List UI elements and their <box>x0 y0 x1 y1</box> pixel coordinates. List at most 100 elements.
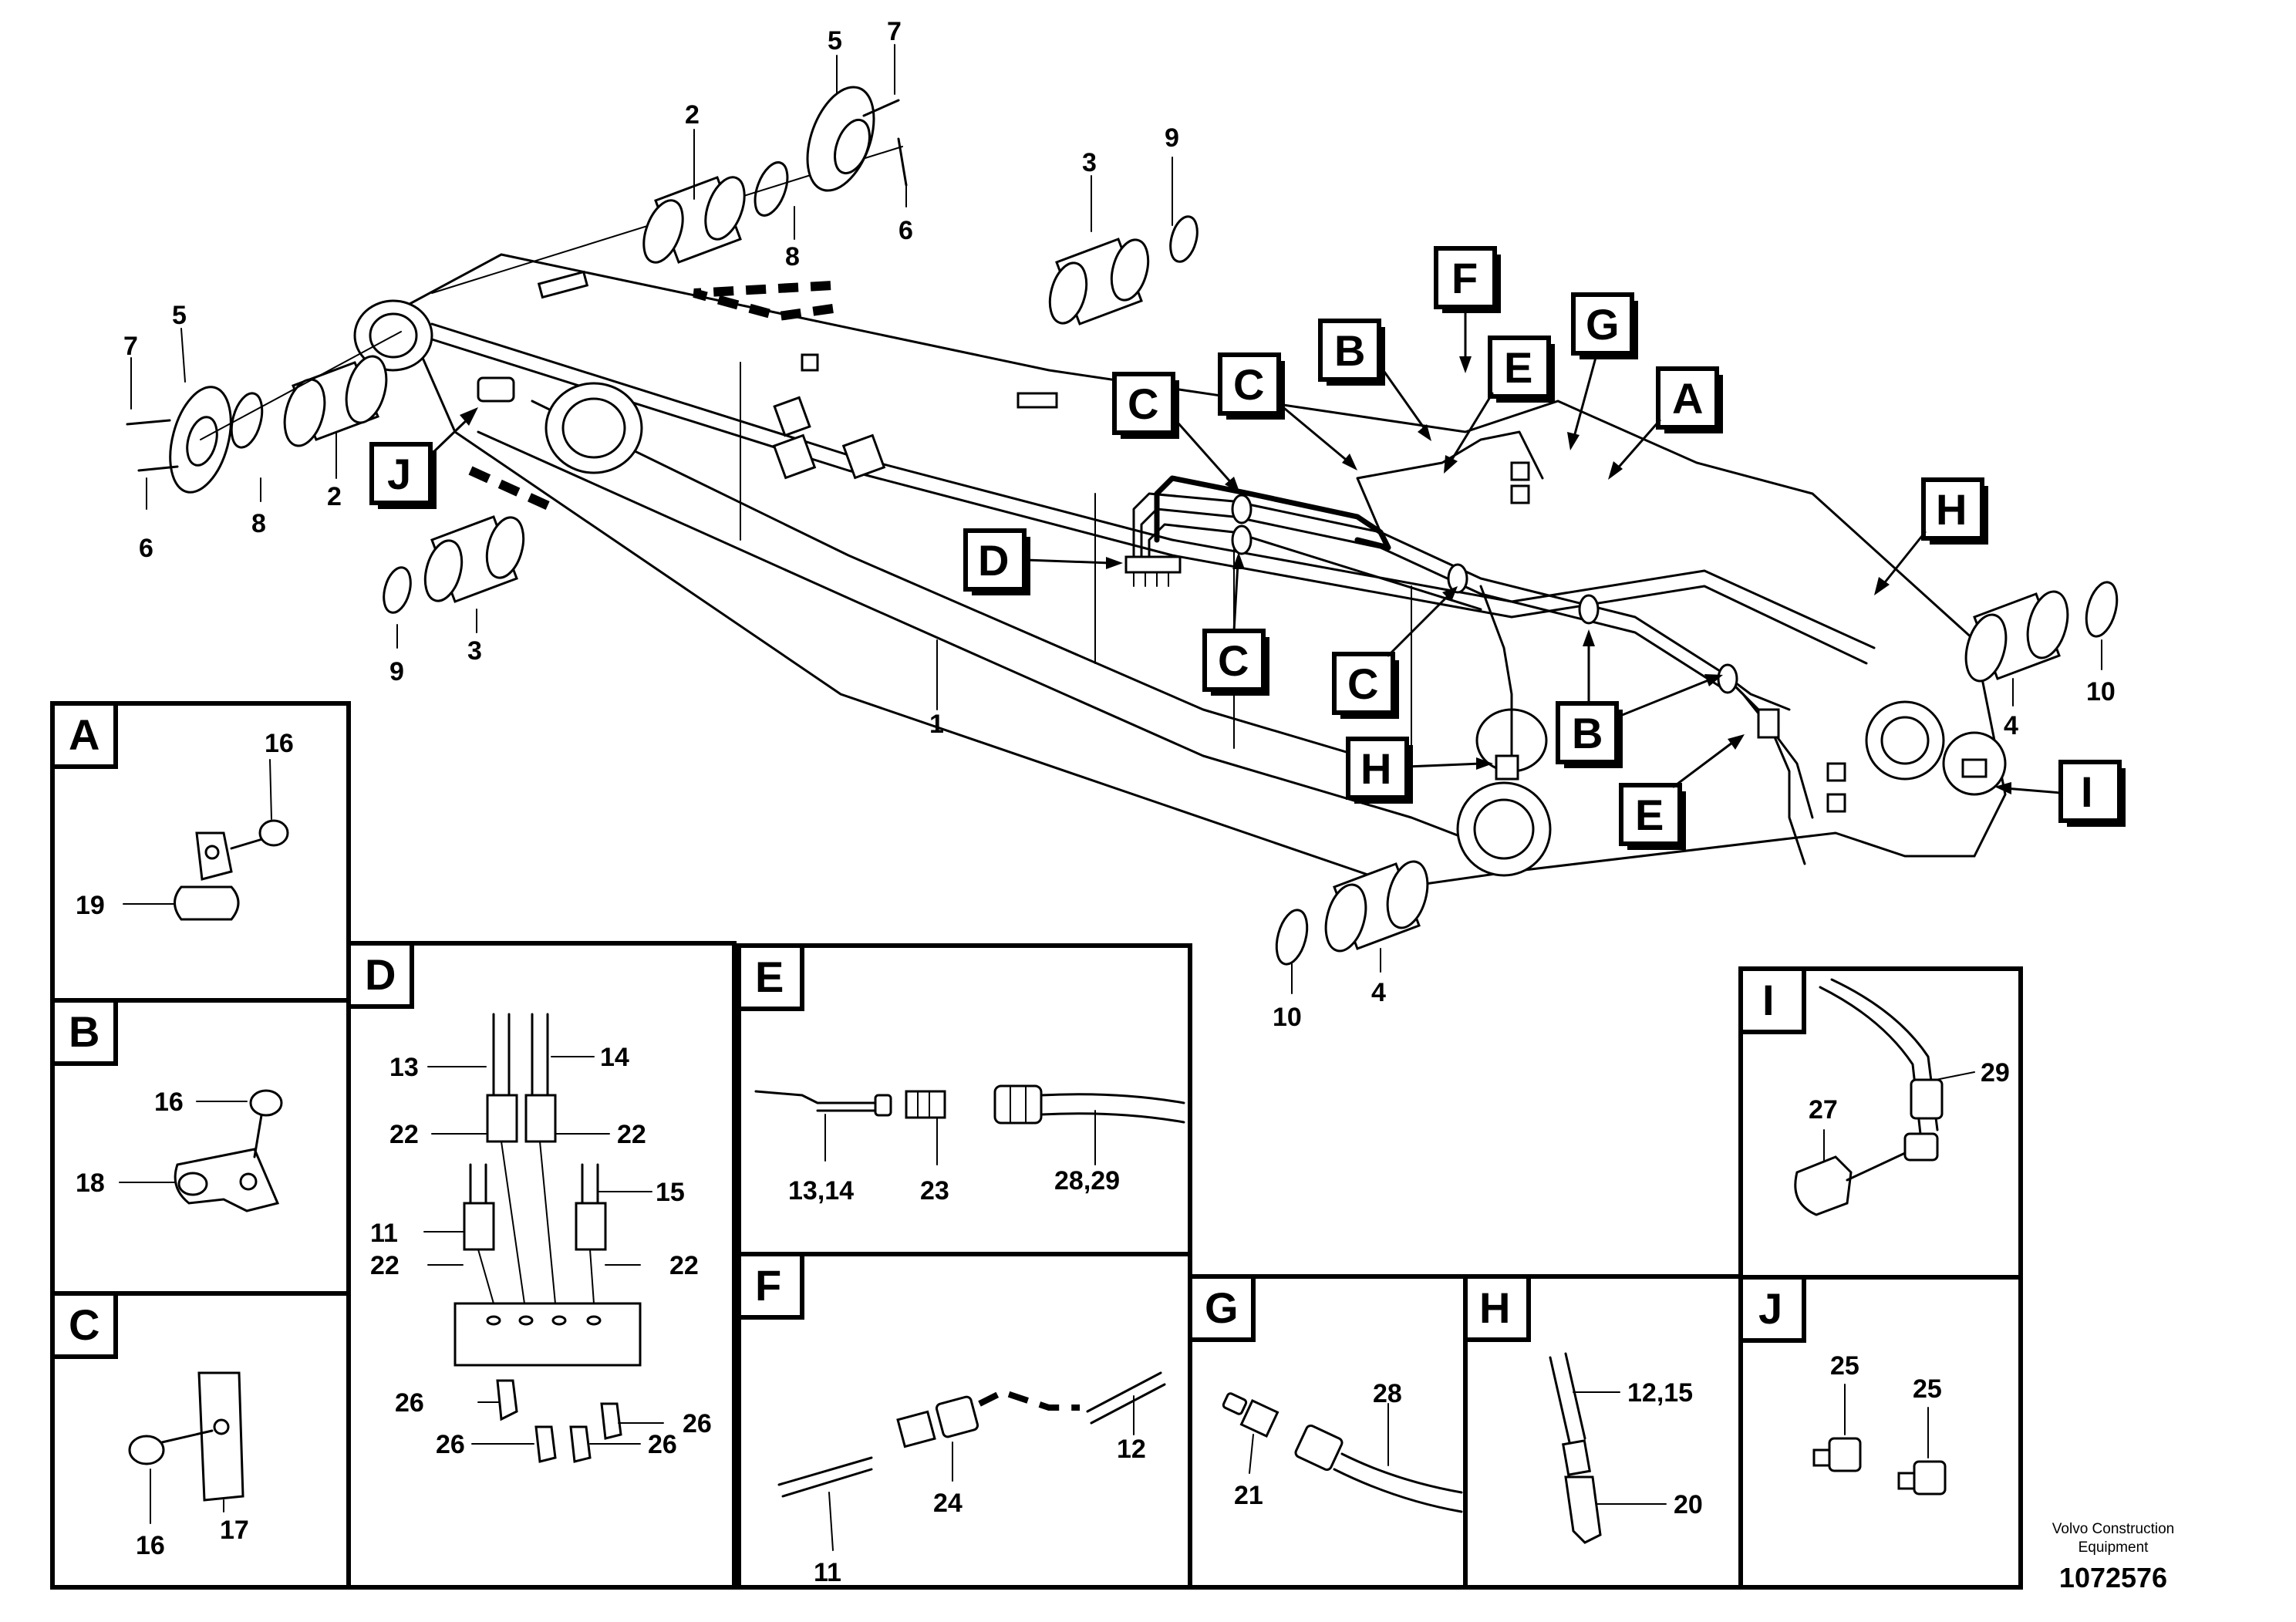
label-part-5-top: 5 <box>828 26 842 56</box>
svg-text:E: E <box>755 953 784 1001</box>
svg-text:C: C <box>1128 379 1158 428</box>
detail-panel-G: G 21 28 <box>1188 1274 1468 1590</box>
label-A-16: 16 <box>265 729 294 758</box>
label-part-9-rear: 9 <box>1165 123 1179 153</box>
label-D-26-c: 26 <box>648 1430 677 1459</box>
label-D-13: 13 <box>389 1053 419 1082</box>
detail-panel-D: D 13 14 <box>346 941 737 1590</box>
svg-text:C: C <box>1233 360 1264 409</box>
label-part-6-top: 6 <box>899 216 913 245</box>
label-G-28: 28 <box>1373 1379 1402 1408</box>
detail-panel-H: H 12,15 20 <box>1463 1274 1743 1590</box>
label-E-23: 23 <box>920 1176 949 1206</box>
svg-text:F: F <box>755 1261 781 1310</box>
label-F-24: 24 <box>933 1489 963 1518</box>
label-part-8-top: 8 <box>785 242 800 271</box>
callout-D: D <box>963 528 1123 595</box>
svg-text:I: I <box>1762 976 1775 1024</box>
detail-panel-F: F 11 24 12 <box>737 1252 1192 1590</box>
callout-B-2: B <box>1556 629 1723 768</box>
label-B-16: 16 <box>154 1088 184 1117</box>
callout-H-2: H <box>1346 737 1493 804</box>
svg-text:H: H <box>1479 1283 1510 1332</box>
label-G-21: 21 <box>1234 1481 1263 1510</box>
callout-C-1: C <box>1112 372 1240 494</box>
label-F-12: 12 <box>1117 1435 1146 1464</box>
label-part-3-front: 3 <box>467 636 482 666</box>
brand-line-1: Volvo Construction <box>2052 1521 2174 1537</box>
label-D-22-b: 22 <box>617 1120 646 1149</box>
label-part-7-top: 7 <box>887 17 902 46</box>
label-D-11: 11 <box>370 1219 398 1248</box>
svg-text:G: G <box>1586 300 1620 349</box>
label-D-26-b: 26 <box>436 1430 465 1459</box>
label-D-26-a: 26 <box>395 1388 424 1418</box>
callout-H-1: H <box>1874 477 1988 595</box>
svg-text:E: E <box>1504 343 1532 392</box>
label-E-28-29: 28,29 <box>1054 1166 1120 1195</box>
detail-panel-B: B 16 18 <box>50 998 351 1296</box>
callout-J: J <box>369 407 478 509</box>
svg-text:G: G <box>1205 1283 1239 1332</box>
svg-text:D: D <box>978 536 1009 585</box>
svg-text:F: F <box>1451 254 1478 302</box>
svg-text:E: E <box>1635 791 1664 839</box>
detail-panel-A: A 16 19 <box>50 701 351 1003</box>
label-C-16: 16 <box>136 1531 165 1560</box>
label-J-25-a: 25 <box>1830 1351 1859 1381</box>
label-part-9-front: 9 <box>389 657 404 686</box>
callout-C-4: C <box>1332 586 1458 719</box>
callout-I: I <box>1994 760 2126 827</box>
svg-text:B: B <box>1572 709 1603 757</box>
svg-text:H: H <box>1936 485 1967 534</box>
svg-text:J: J <box>387 450 411 498</box>
callout-C-2: C <box>1218 352 1357 470</box>
callout-E-1: E <box>1444 336 1555 474</box>
svg-text:B: B <box>1334 326 1365 375</box>
label-J-25-b: 25 <box>1913 1374 1942 1404</box>
main-leader-lines <box>130 44 2102 994</box>
main-part-numbers: 2 5 7 6 8 3 9 5 7 8 2 6 9 3 1 10 4 4 10 <box>123 17 2116 1032</box>
svg-text:C: C <box>1218 636 1249 685</box>
dashed-leader-bushing-3-rear <box>693 281 834 322</box>
label-H-12-15: 12,15 <box>1627 1378 1693 1408</box>
detail-panel-I: I 29 27 <box>1738 966 2023 1280</box>
label-part-7-front: 7 <box>123 332 138 361</box>
label-D-15: 15 <box>656 1178 685 1207</box>
callout-C-3: C <box>1202 552 1269 696</box>
svg-text:J: J <box>1758 1284 1782 1333</box>
label-F-11: 11 <box>814 1558 841 1587</box>
label-part-3-rear: 3 <box>1082 148 1097 177</box>
callout-A: A <box>1608 366 1723 480</box>
svg-text:I: I <box>2081 767 2093 816</box>
label-B-18: 18 <box>76 1168 105 1198</box>
label-I-27: 27 <box>1809 1095 1838 1125</box>
label-part-10-lower: 10 <box>1273 1003 1302 1032</box>
label-D-14: 14 <box>600 1043 629 1072</box>
detail-panel-C: C 16 17 <box>50 1291 351 1590</box>
label-part-4-rear: 4 <box>2004 711 2018 740</box>
footer-block: Volvo Construction Equipment 1072576 <box>2052 1521 2174 1593</box>
label-part-1: 1 <box>929 710 944 739</box>
svg-text:C: C <box>69 1300 99 1349</box>
label-part-5-front: 5 <box>172 301 187 330</box>
label-E-13-14: 13,14 <box>788 1176 854 1206</box>
label-A-19: 19 <box>76 891 105 920</box>
main-callouts: J C C B <box>369 246 2126 850</box>
label-D-22-a: 22 <box>389 1120 419 1149</box>
svg-text:H: H <box>1360 744 1391 793</box>
svg-text:D: D <box>365 950 396 999</box>
drawing-number: 1072576 <box>2059 1562 2167 1593</box>
svg-text:C: C <box>1347 659 1378 708</box>
boom-hydraulic-lines <box>1124 430 1988 865</box>
label-part-2-top: 2 <box>685 100 700 130</box>
label-D-22-c: 22 <box>370 1251 400 1280</box>
detail-panel-J: J 25 25 <box>1738 1275 2023 1590</box>
label-part-4-lower: 4 <box>1371 978 1386 1007</box>
label-part-8-front: 8 <box>251 509 266 538</box>
label-D-22-d: 22 <box>669 1251 699 1280</box>
detail-panel-E: E 13,14 23 28,29 <box>737 943 1192 1256</box>
label-I-29: 29 <box>1981 1058 2010 1088</box>
svg-text:A: A <box>69 710 99 759</box>
